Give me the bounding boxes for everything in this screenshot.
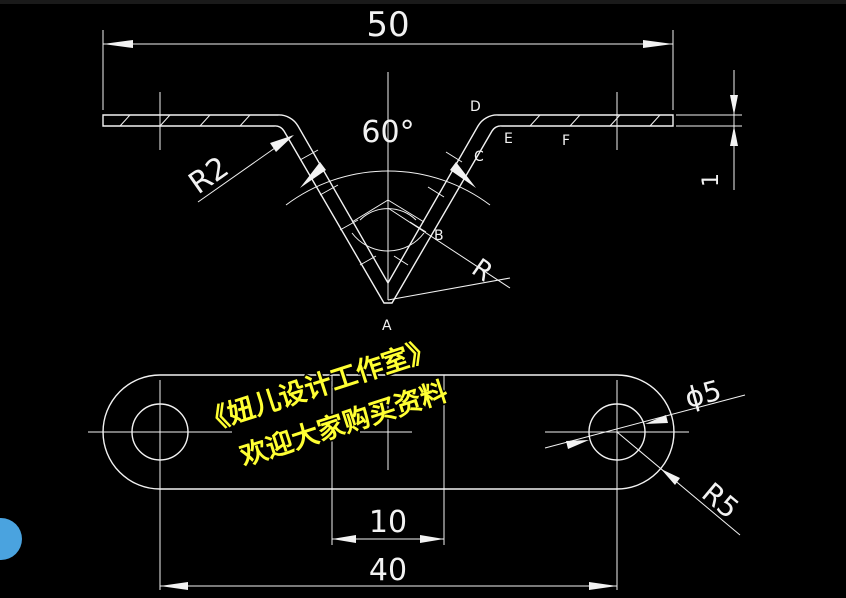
left-flange-outline	[102, 114, 674, 304]
point-label-d: D	[470, 99, 481, 115]
dim-hole-diameter-label: ϕ5	[681, 373, 725, 414]
dim-end-radius: R5	[616, 431, 746, 536]
dim-hole-spacing-inner-label: 10	[369, 505, 407, 540]
dim-thickness-label: 1	[699, 173, 724, 187]
dim-hole-spacing-inner: 10	[332, 505, 444, 543]
point-label-b: B	[434, 228, 444, 244]
dim-bend-radius: R2	[183, 135, 294, 203]
point-labels: A B C D E F	[382, 99, 570, 334]
dim-inner-radius: R	[387, 207, 511, 289]
window-edge-strip	[0, 0, 846, 4]
dim-hole-diameter: ϕ5	[544, 373, 746, 449]
section-hatching	[119, 114, 661, 266]
point-label-a: A	[382, 318, 392, 334]
dim-angle: 60°	[300, 115, 476, 188]
dim-inner-radius-label: R	[466, 253, 498, 288]
watermark: 《妞儿设计工作室》 欢迎大家购买资料	[196, 332, 453, 475]
dim-overall-width: 50	[102, 5, 674, 110]
dim-thickness: 1	[676, 70, 742, 190]
dim-end-radius-label: R5	[696, 476, 746, 525]
point-label-c: C	[474, 149, 484, 165]
corner-badge[interactable]	[0, 518, 22, 560]
front-view	[102, 72, 674, 304]
angle-arc	[285, 170, 491, 206]
point-label-f: F	[562, 133, 570, 149]
dim-hole-spacing-label: 40	[369, 553, 407, 588]
dim-hole-spacing: 40	[160, 553, 617, 590]
dim-angle-label: 60°	[361, 115, 414, 150]
dim-overall-width-label: 50	[366, 5, 409, 45]
point-label-e: E	[504, 131, 513, 147]
dim-bend-radius-label: R2	[183, 150, 236, 202]
